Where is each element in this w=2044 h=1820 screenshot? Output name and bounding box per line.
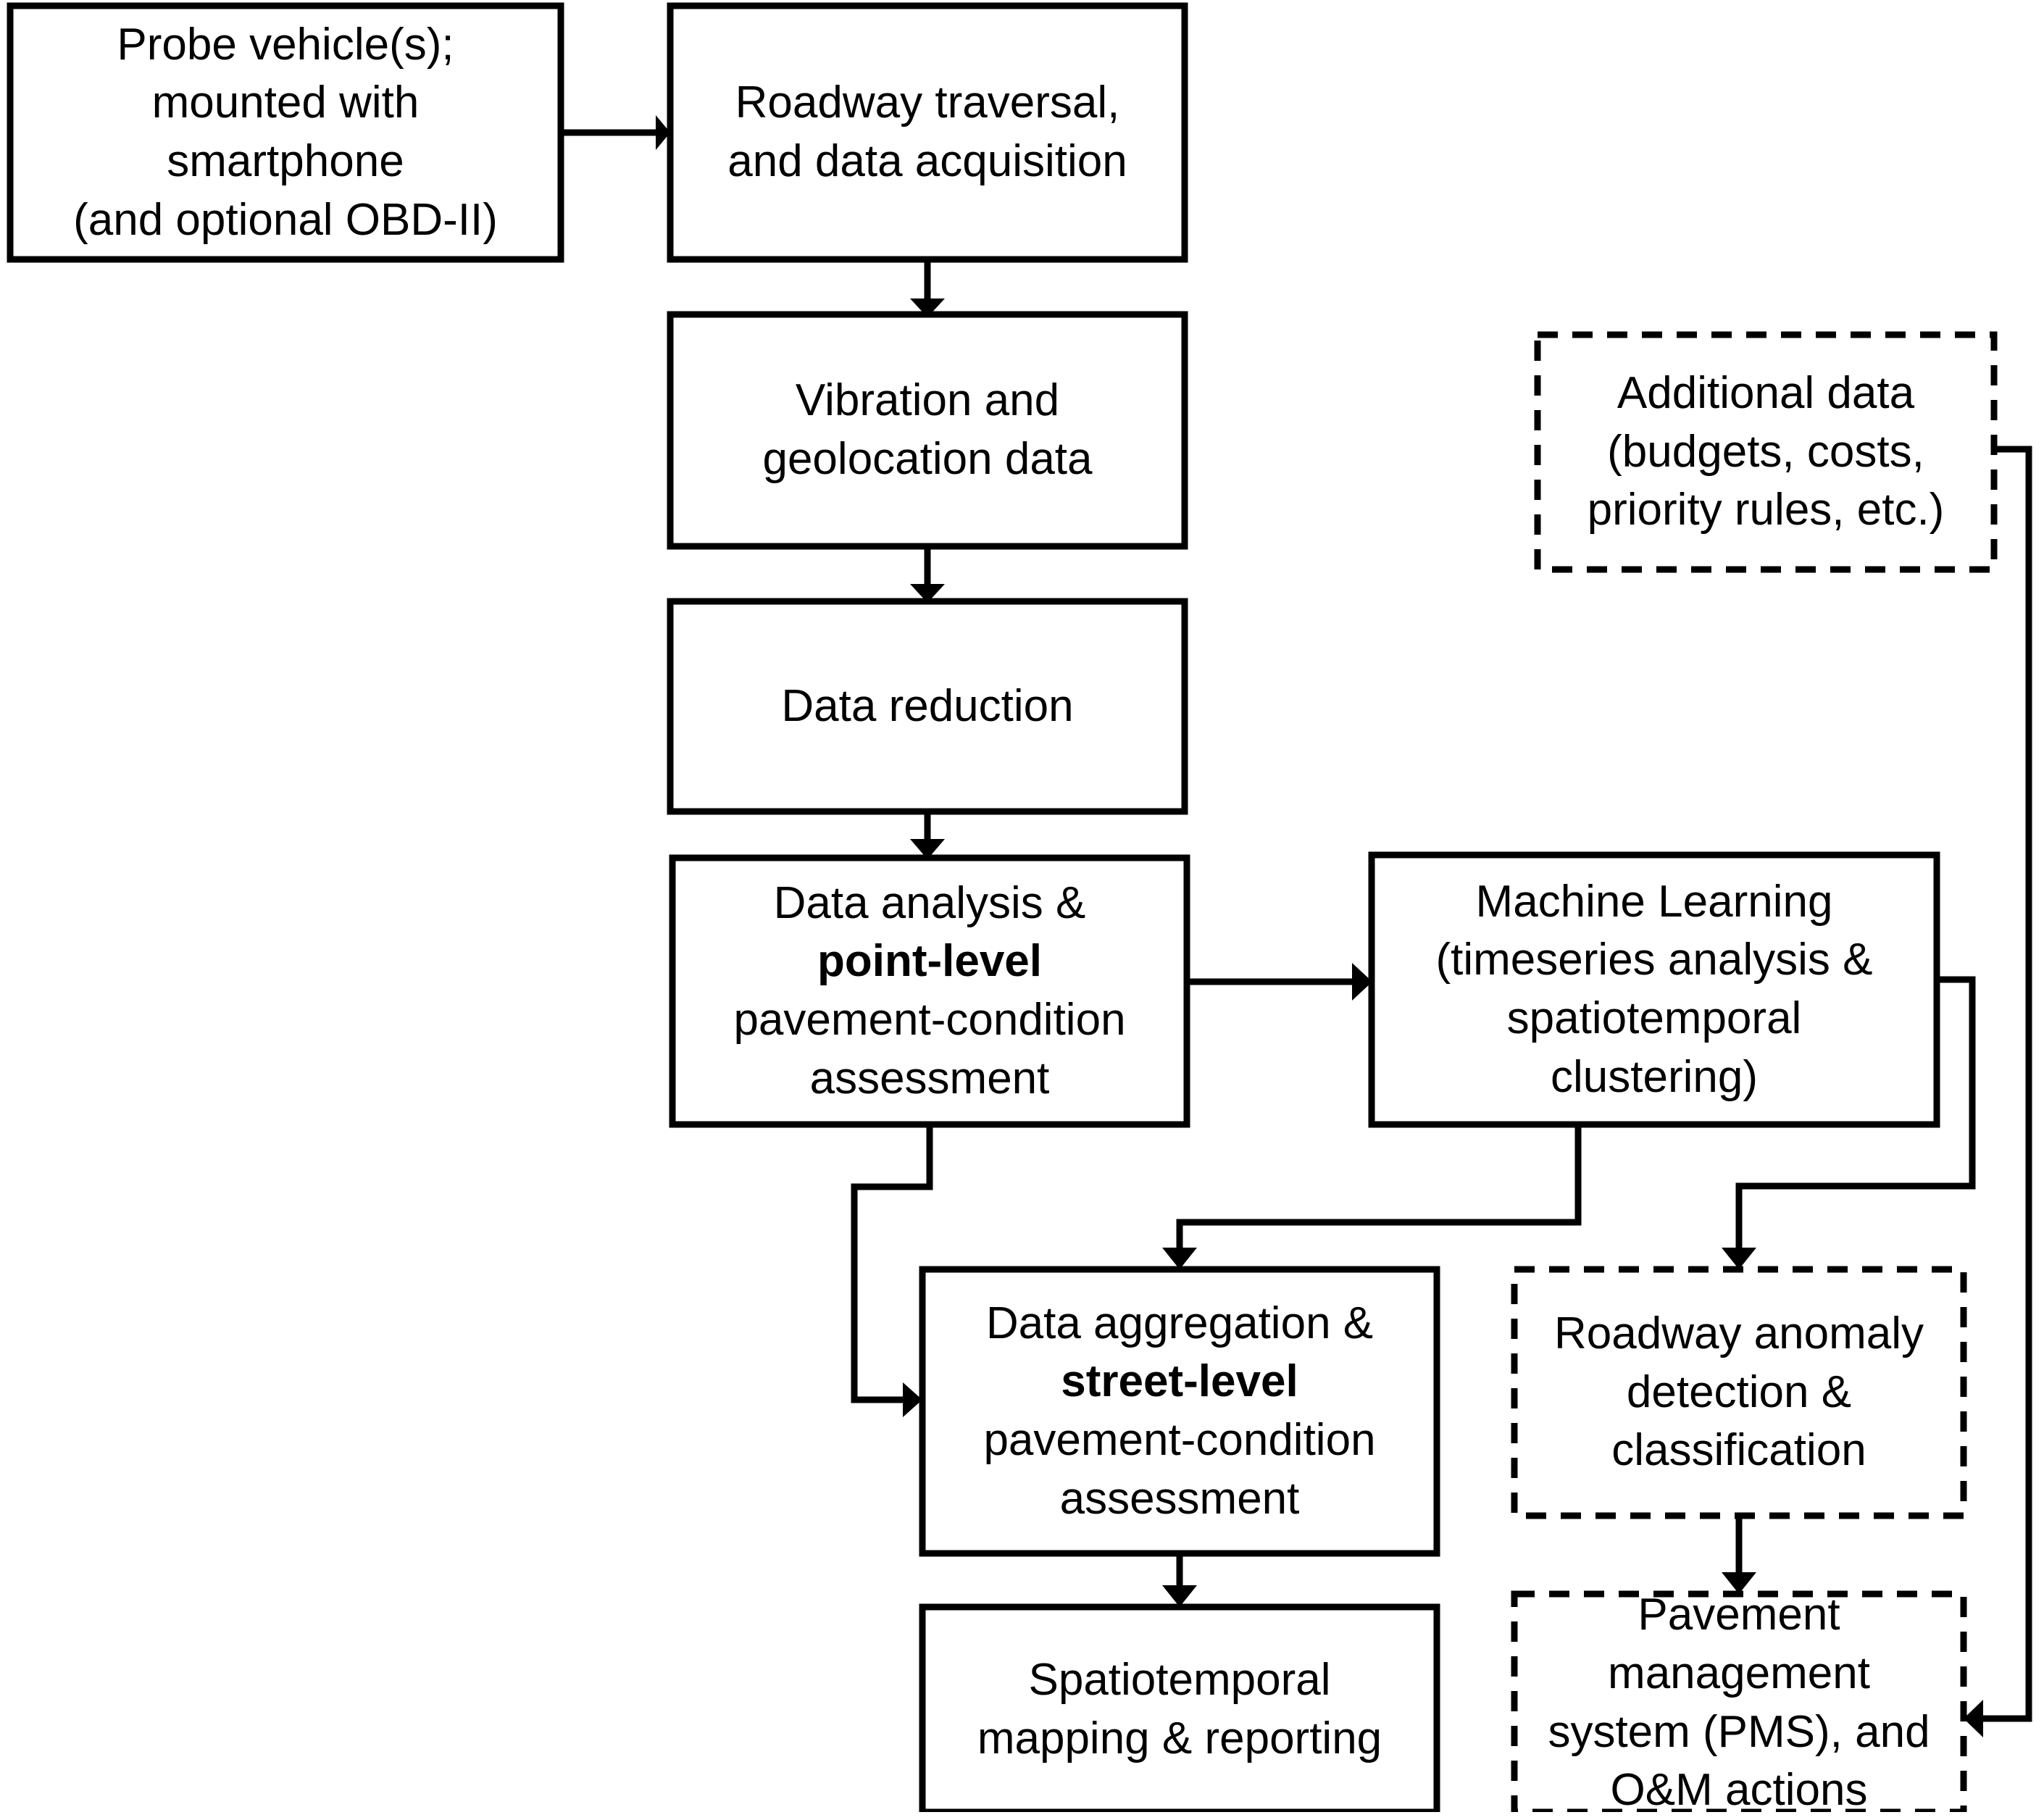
connector-ml-to-aggregation: [1162, 1124, 1582, 1269]
connector-analysis-to-aggregation: [851, 1124, 933, 1417]
node-roadway-traversal[interactable]: [667, 2, 1188, 263]
node-data-analysis-point-level[interactable]: [669, 854, 1190, 1128]
connector-ml-to-anomaly: [1722, 976, 1976, 1269]
node-data-reduction[interactable]: [667, 598, 1188, 815]
node-roadway-anomaly[interactable]: [1511, 1266, 1967, 1519]
connector-analysis-to-ml: [1187, 963, 1372, 1001]
node-data-aggregation-street-level[interactable]: [919, 1266, 1440, 1557]
connector-aggregation-to-mapping: [1162, 1553, 1197, 1607]
connector-reduction-to-analysis: [910, 814, 945, 859]
connector-anomaly-to-pms: [1722, 1516, 1756, 1594]
node-spatiotemporal-mapping[interactable]: [919, 1603, 1440, 1812]
node-pavement-management-system[interactable]: [1511, 1590, 1967, 1812]
node-vibration-geolocation[interactable]: [667, 311, 1188, 550]
node-additional-data[interactable]: [1534, 331, 1998, 573]
connector-vibration-to-reduction: [910, 549, 945, 603]
node-machine-learning[interactable]: [1368, 851, 1940, 1128]
node-probe-vehicle[interactable]: [7, 2, 564, 263]
connector-additional-data-to-pms: [1964, 446, 2032, 1737]
connector-roadway-to-vibration: [910, 262, 945, 317]
connector-probe-to-roadway: [564, 115, 670, 150]
